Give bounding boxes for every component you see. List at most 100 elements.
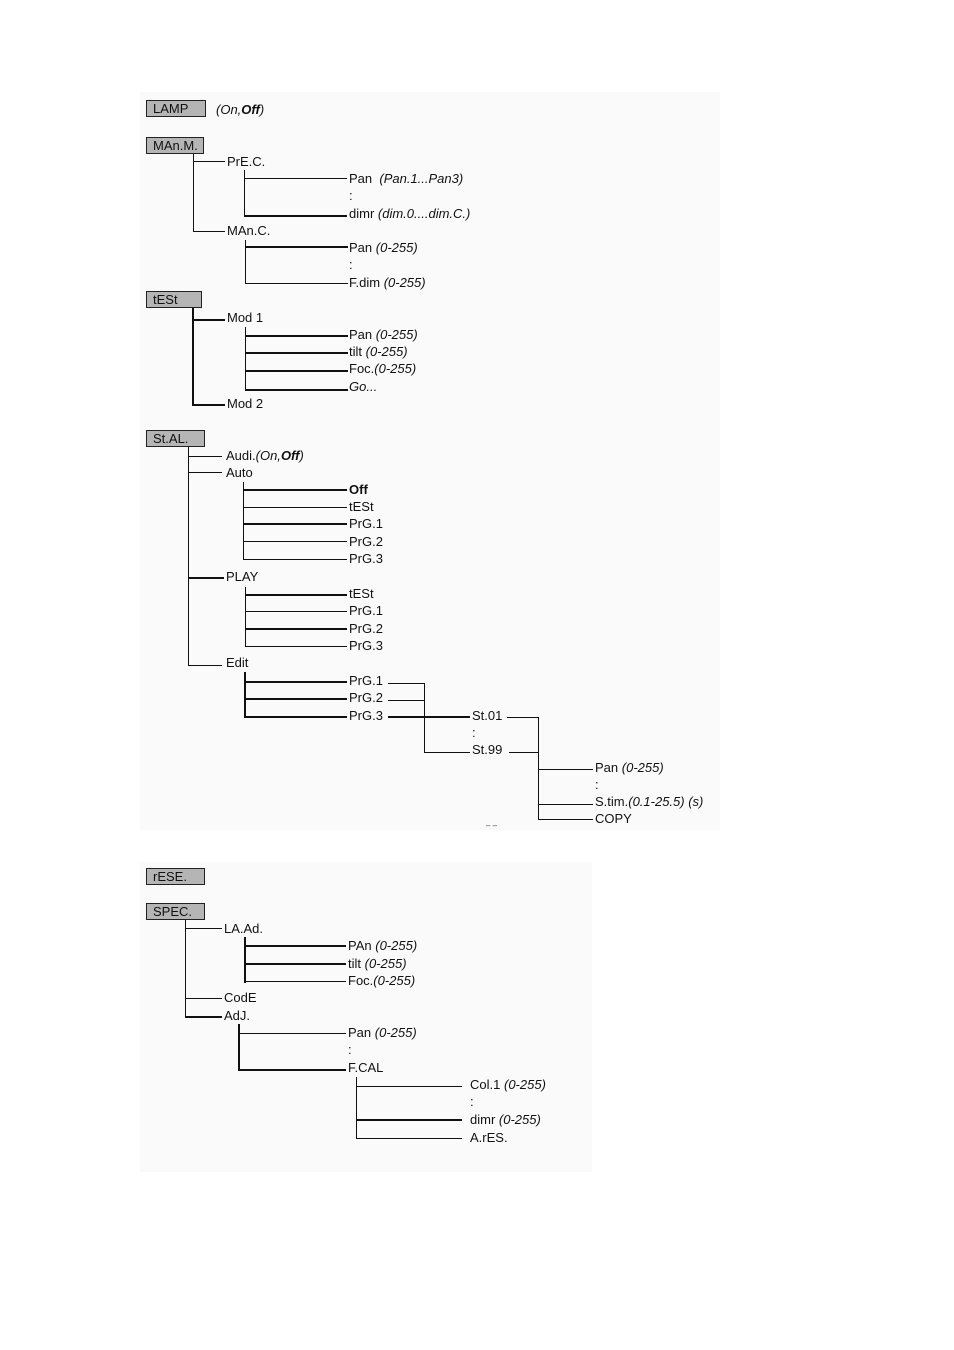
step-pan-label: Pan bbox=[595, 760, 619, 775]
node-play-prg3: PrG.3 bbox=[349, 638, 383, 653]
audi-options-prefix: (On, bbox=[255, 448, 281, 463]
node-laad: LA.Ad. bbox=[224, 921, 264, 936]
connector bbox=[243, 507, 347, 508]
manc-fdim-range: (0-255) bbox=[383, 275, 426, 290]
connector bbox=[507, 717, 538, 718]
fcal-col1-label: Col.1 bbox=[470, 1077, 501, 1092]
node-play-test: tESt bbox=[349, 586, 374, 601]
node-edit-prg1: PrG.1 bbox=[349, 673, 383, 688]
connector bbox=[245, 587, 246, 647]
prec-pan-label: Pan bbox=[349, 171, 373, 186]
node-edit: Edit bbox=[226, 655, 249, 670]
laad-foc-label: Foc. bbox=[348, 973, 374, 988]
fcal-dimr-range: (0-255) bbox=[498, 1112, 541, 1127]
node-step-pan: Pan (0-255) bbox=[595, 760, 664, 775]
connector bbox=[243, 541, 347, 542]
node-manc: MAn.C. bbox=[227, 223, 271, 238]
laad-tilt-label: tilt bbox=[348, 956, 361, 971]
manc-pan-label: Pan bbox=[349, 240, 373, 255]
node-auto-prg2: PrG.2 bbox=[349, 534, 383, 549]
connector bbox=[356, 1077, 357, 1139]
audi-label: Audi. bbox=[226, 448, 256, 463]
connector bbox=[245, 370, 348, 372]
connector bbox=[243, 482, 244, 560]
connector bbox=[245, 628, 347, 630]
node-step-colon: : bbox=[595, 777, 599, 792]
connector bbox=[238, 1033, 346, 1034]
node-auto-prg1: PrG.1 bbox=[349, 516, 383, 531]
node-mod1-go: Go... bbox=[349, 379, 377, 394]
connector bbox=[244, 178, 347, 179]
lamp-options-off: Off bbox=[241, 102, 260, 117]
connector bbox=[185, 920, 186, 1018]
node-st-colon: : bbox=[472, 725, 476, 740]
connector bbox=[244, 215, 347, 217]
menu-box-rese: rESE. bbox=[146, 868, 205, 885]
prec-dimr-range: (dim.0....dim.C.) bbox=[377, 206, 471, 221]
node-edit-prg2: PrG.2 bbox=[349, 690, 383, 705]
connector bbox=[245, 389, 348, 391]
menu-box-mann: MAn.M. bbox=[146, 137, 204, 154]
connector bbox=[424, 683, 425, 753]
node-prec-pan: Pan (Pan.1...Pan3) bbox=[349, 171, 463, 186]
node-audi: Audi.(On,Off) bbox=[226, 448, 304, 463]
connector bbox=[188, 472, 222, 473]
node-adj: AdJ. bbox=[224, 1008, 251, 1023]
node-fcal-ares: A.rES. bbox=[470, 1130, 508, 1145]
connector bbox=[192, 319, 225, 321]
node-mod1-foc: Foc.(0-255) bbox=[349, 361, 416, 376]
connector bbox=[245, 240, 246, 284]
laad-pan-label: PAn bbox=[348, 938, 372, 953]
node-auto-off: Off bbox=[349, 482, 368, 497]
menu-box-test: tESt bbox=[146, 291, 202, 308]
lamp-options-suffix: ) bbox=[259, 102, 265, 117]
connector bbox=[245, 283, 348, 284]
manc-fdim-label: F.dim bbox=[349, 275, 381, 290]
node-st99: St.99 bbox=[472, 742, 503, 757]
node-manc-fdim: F.dim (0-255) bbox=[349, 275, 426, 290]
mod1-pan-label: Pan bbox=[349, 327, 373, 342]
connector bbox=[538, 819, 593, 820]
manc-pan-range: (0-255) bbox=[375, 240, 418, 255]
node-edit-prg3: PrG.3 bbox=[349, 708, 383, 723]
node-auto-test: tESt bbox=[349, 499, 374, 514]
node-laad-pan: PAn (0-255) bbox=[348, 938, 417, 953]
node-adj-colon: : bbox=[348, 1042, 352, 1057]
step-stim-range: (0.1-25.5) (s) bbox=[628, 794, 704, 809]
node-prec-colon: : bbox=[349, 188, 353, 203]
connector bbox=[388, 683, 424, 684]
connector bbox=[193, 231, 225, 232]
connector bbox=[509, 752, 538, 753]
connector bbox=[244, 672, 246, 718]
connector bbox=[244, 945, 346, 947]
connector bbox=[243, 559, 347, 560]
connector bbox=[193, 154, 194, 232]
node-step-stim: S.tim.(0.1-25.5) (s) bbox=[595, 794, 703, 809]
node-auto-prg3: PrG.3 bbox=[349, 551, 383, 566]
connector bbox=[185, 1016, 222, 1018]
node-step-copy: COPY bbox=[595, 811, 632, 826]
node-mod1: Mod 1 bbox=[227, 310, 264, 325]
connector bbox=[244, 937, 246, 983]
connector bbox=[243, 523, 347, 525]
connector bbox=[188, 456, 222, 457]
node-mod1-tilt: tilt (0-255) bbox=[349, 344, 408, 359]
mod1-foc-range: (0-255) bbox=[374, 361, 417, 376]
node-adj-pan: Pan (0-255) bbox=[348, 1025, 417, 1040]
menu-box-lamp: LAMP bbox=[146, 100, 206, 117]
adj-pan-label: Pan bbox=[348, 1025, 372, 1040]
connector bbox=[238, 1024, 240, 1071]
step-pan-range: (0-255) bbox=[621, 760, 664, 775]
node-fcal-dimr: dimr (0-255) bbox=[470, 1112, 541, 1127]
lamp-options: (On,Off) bbox=[216, 102, 264, 117]
connector bbox=[538, 769, 593, 770]
connector bbox=[424, 752, 470, 753]
laad-pan-range: (0-255) bbox=[375, 938, 418, 953]
connector bbox=[185, 998, 222, 999]
connector bbox=[185, 928, 222, 929]
fcal-col1-range: (0-255) bbox=[503, 1077, 546, 1092]
mod1-foc-label: Foc. bbox=[349, 361, 375, 376]
connector bbox=[188, 665, 222, 666]
connector bbox=[538, 804, 593, 805]
connector bbox=[188, 447, 189, 666]
